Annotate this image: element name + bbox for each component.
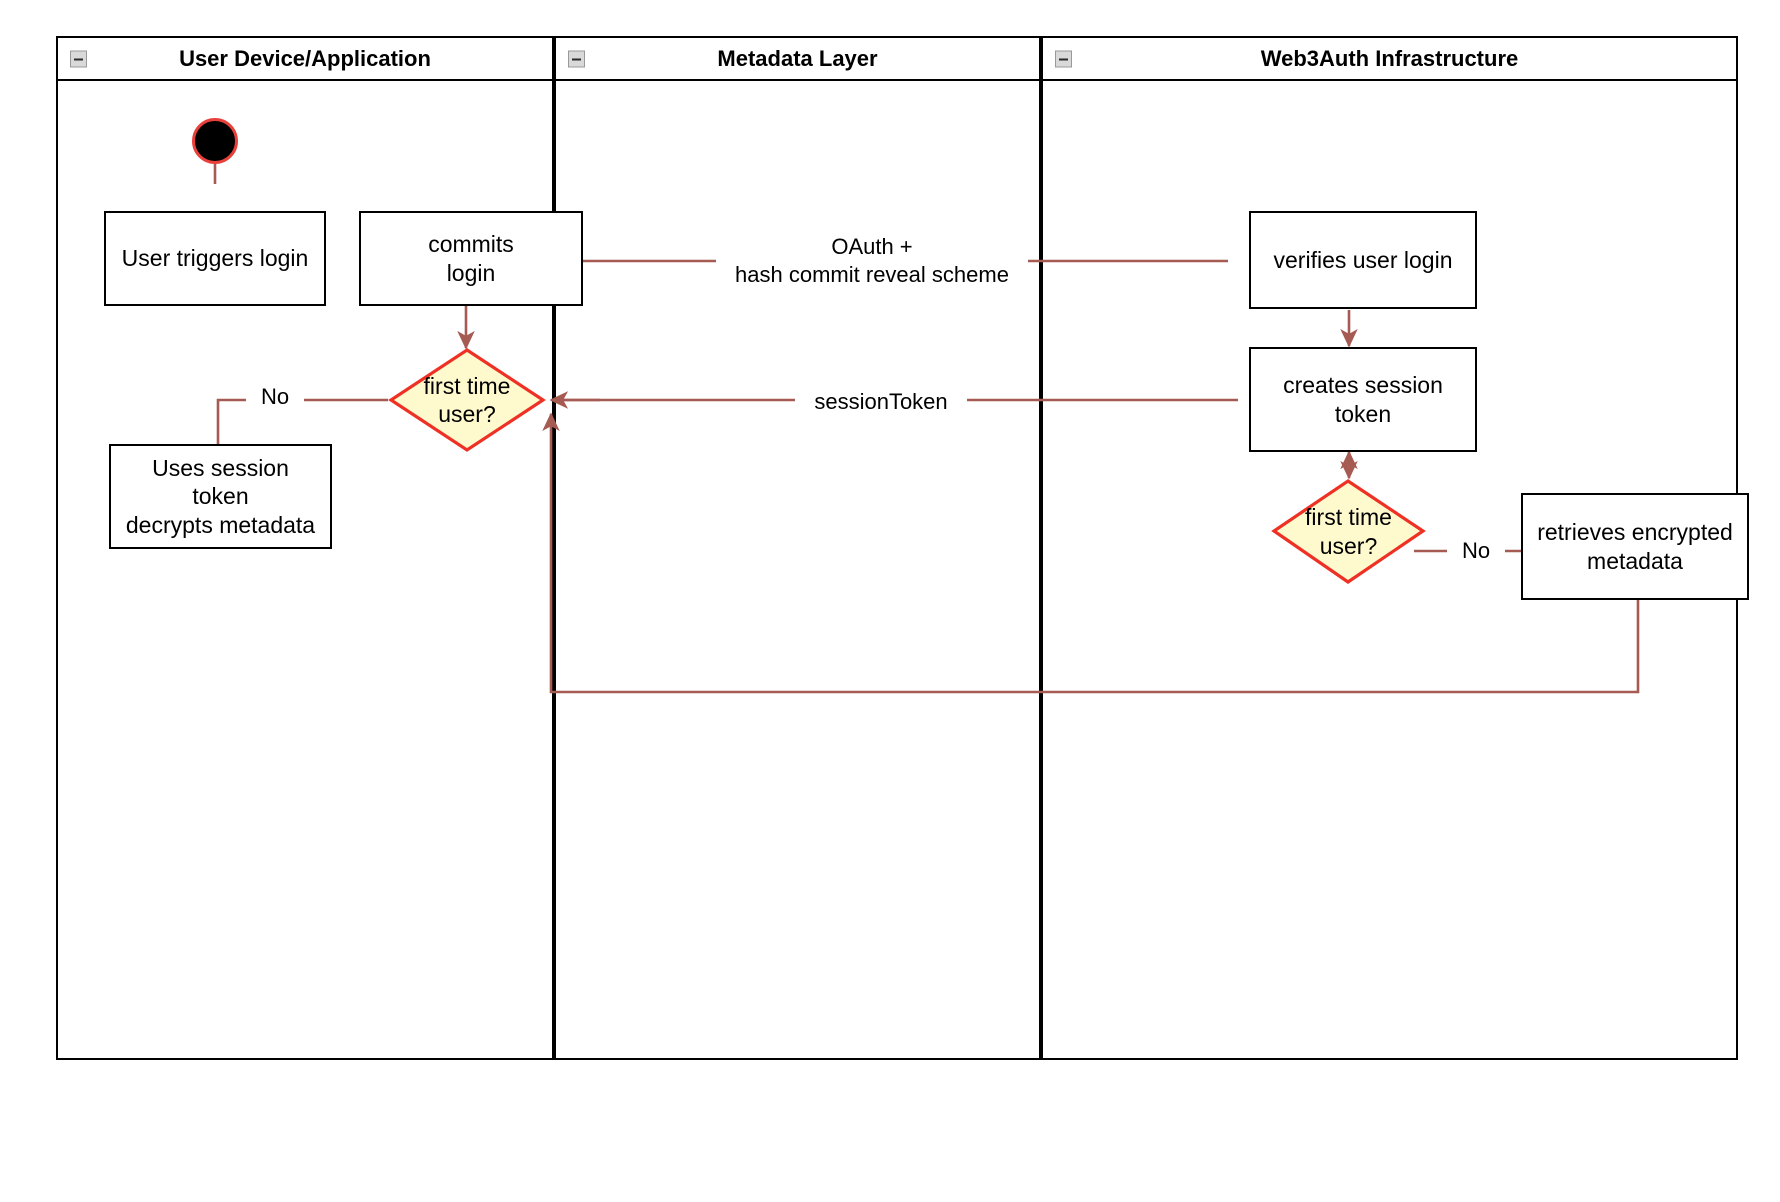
decision-first-time-user-left[interactable]: first time user? [388, 348, 546, 452]
lane-body-metadata [554, 36, 1041, 1060]
lane-title-web3auth: Web3Auth Infrastructure [1260, 45, 1519, 71]
node-retrieves-encrypted-metadata[interactable]: retrieves encrypted metadata [1521, 493, 1749, 600]
collapse-minus-icon[interactable] [1055, 50, 1072, 67]
collapse-minus-icon[interactable] [568, 50, 585, 67]
edge-label-no-right: No [1447, 537, 1505, 565]
node-verifies-user-login[interactable]: verifies user login [1249, 211, 1477, 309]
diamond-shape-right [1271, 479, 1426, 584]
lane-header-web3auth[interactable]: Web3Auth Infrastructure [1041, 36, 1738, 81]
decision-first-time-user-right[interactable]: first time user? [1271, 479, 1426, 584]
edge-label-no-left: No [246, 383, 304, 411]
collapse-minus-icon[interactable] [70, 50, 87, 67]
lane-header-metadata[interactable]: Metadata Layer [554, 36, 1041, 81]
node-uses-session-token[interactable]: Uses session token decrypts metadata [109, 444, 332, 549]
node-commits-login[interactable]: commits login [359, 211, 583, 306]
lane-header-user-device[interactable]: User Device/Application [56, 36, 554, 81]
edge-label-session-token: sessionToken [795, 388, 967, 416]
node-creates-session-token[interactable]: creates session token [1249, 347, 1477, 452]
edge-label-oauth-hash-commit: OAuth + hash commit reveal scheme [716, 233, 1028, 288]
start-node[interactable] [192, 118, 238, 164]
lane-title-metadata: Metadata Layer [717, 45, 878, 71]
diamond-shape-left [388, 348, 546, 452]
node-user-triggers-login[interactable]: User triggers login [104, 211, 326, 306]
lane-title-user-device: User Device/Application [179, 45, 431, 71]
